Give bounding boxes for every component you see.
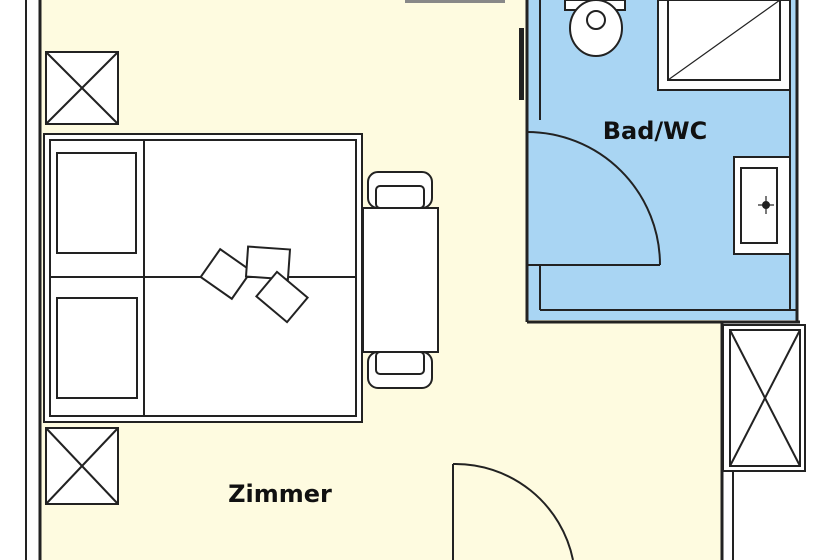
sink-icon (733, 156, 791, 255)
door-frame-handle (519, 28, 524, 100)
cushion-3 (254, 270, 310, 324)
cushion-1 (199, 247, 253, 301)
desk-with-chairs (362, 171, 439, 389)
entrance-door (452, 462, 574, 560)
cushion-2 (244, 245, 292, 281)
pillow-top (56, 152, 137, 254)
bathroom-door (526, 131, 661, 266)
desk (362, 207, 439, 353)
shower-icon (657, 0, 791, 91)
right-wall (720, 322, 734, 560)
bathroom-label: Bad/WC (603, 117, 708, 145)
wardrobe-bottom (45, 427, 119, 505)
wardrobe-top (45, 51, 119, 125)
outer-walls (25, 0, 42, 560)
wardrobe-right (722, 324, 806, 472)
top-fixture (405, 0, 505, 3)
pillow-bottom (56, 297, 138, 399)
main-room-label: Zimmer (228, 480, 332, 508)
bathroom: Bad/WC (519, 0, 800, 324)
double-bed (43, 133, 363, 423)
toilet-icon (564, 0, 626, 57)
